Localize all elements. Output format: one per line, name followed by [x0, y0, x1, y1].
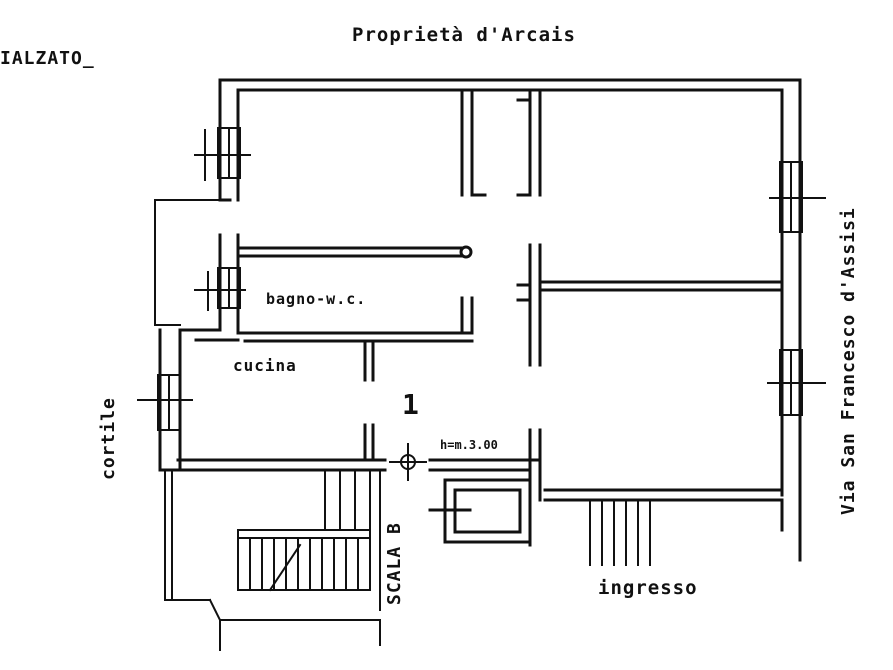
stair-label: SCALA B: [384, 522, 405, 605]
elevation-label: h=m.3.00: [440, 438, 498, 452]
outer-walls: [158, 78, 802, 562]
courtyard-label: cortile: [98, 397, 119, 480]
floor-title: IALZATO_: [0, 48, 95, 69]
bathroom-label: bagno-w.c.: [266, 290, 367, 308]
street-name-label: Via San Francesco d'Assisi: [838, 207, 859, 515]
entrance-steps: [589, 499, 651, 566]
stair-hall: [164, 469, 381, 651]
interior-walls: [236, 88, 784, 547]
room-number-label: 1: [402, 388, 420, 421]
windows: [137, 127, 826, 431]
elevation-marker: [389, 443, 427, 481]
kitchen-label: cucina: [233, 356, 297, 375]
entrance-label: ingresso: [598, 577, 698, 599]
north-neighbor-label: Proprietà d'Arcais: [352, 24, 576, 46]
courtyard-annex: [154, 199, 219, 326]
